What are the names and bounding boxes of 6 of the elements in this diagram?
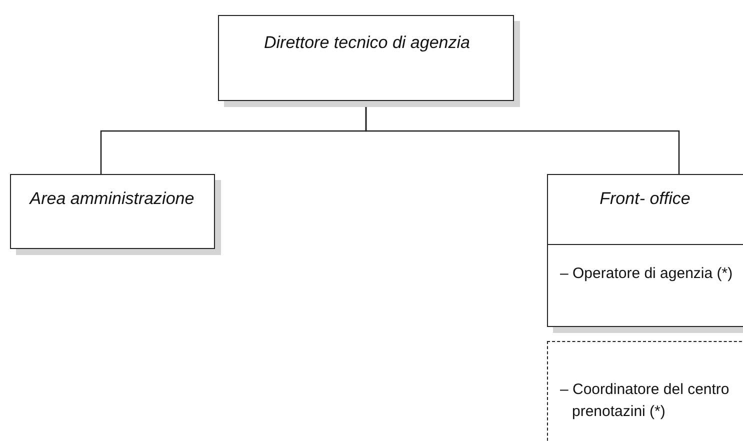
role-text: – Coordinatore del centro prenotazini (*) bbox=[559, 380, 730, 422]
dashed-box bbox=[547, 341, 743, 441]
box-title: Area amministrazione bbox=[28, 188, 196, 210]
box-title: Direttore tecnico di agenzia bbox=[262, 32, 471, 54]
role-text: – Operatore di agenzia (*) bbox=[559, 264, 734, 284]
box-title: Front- office bbox=[598, 188, 692, 210]
